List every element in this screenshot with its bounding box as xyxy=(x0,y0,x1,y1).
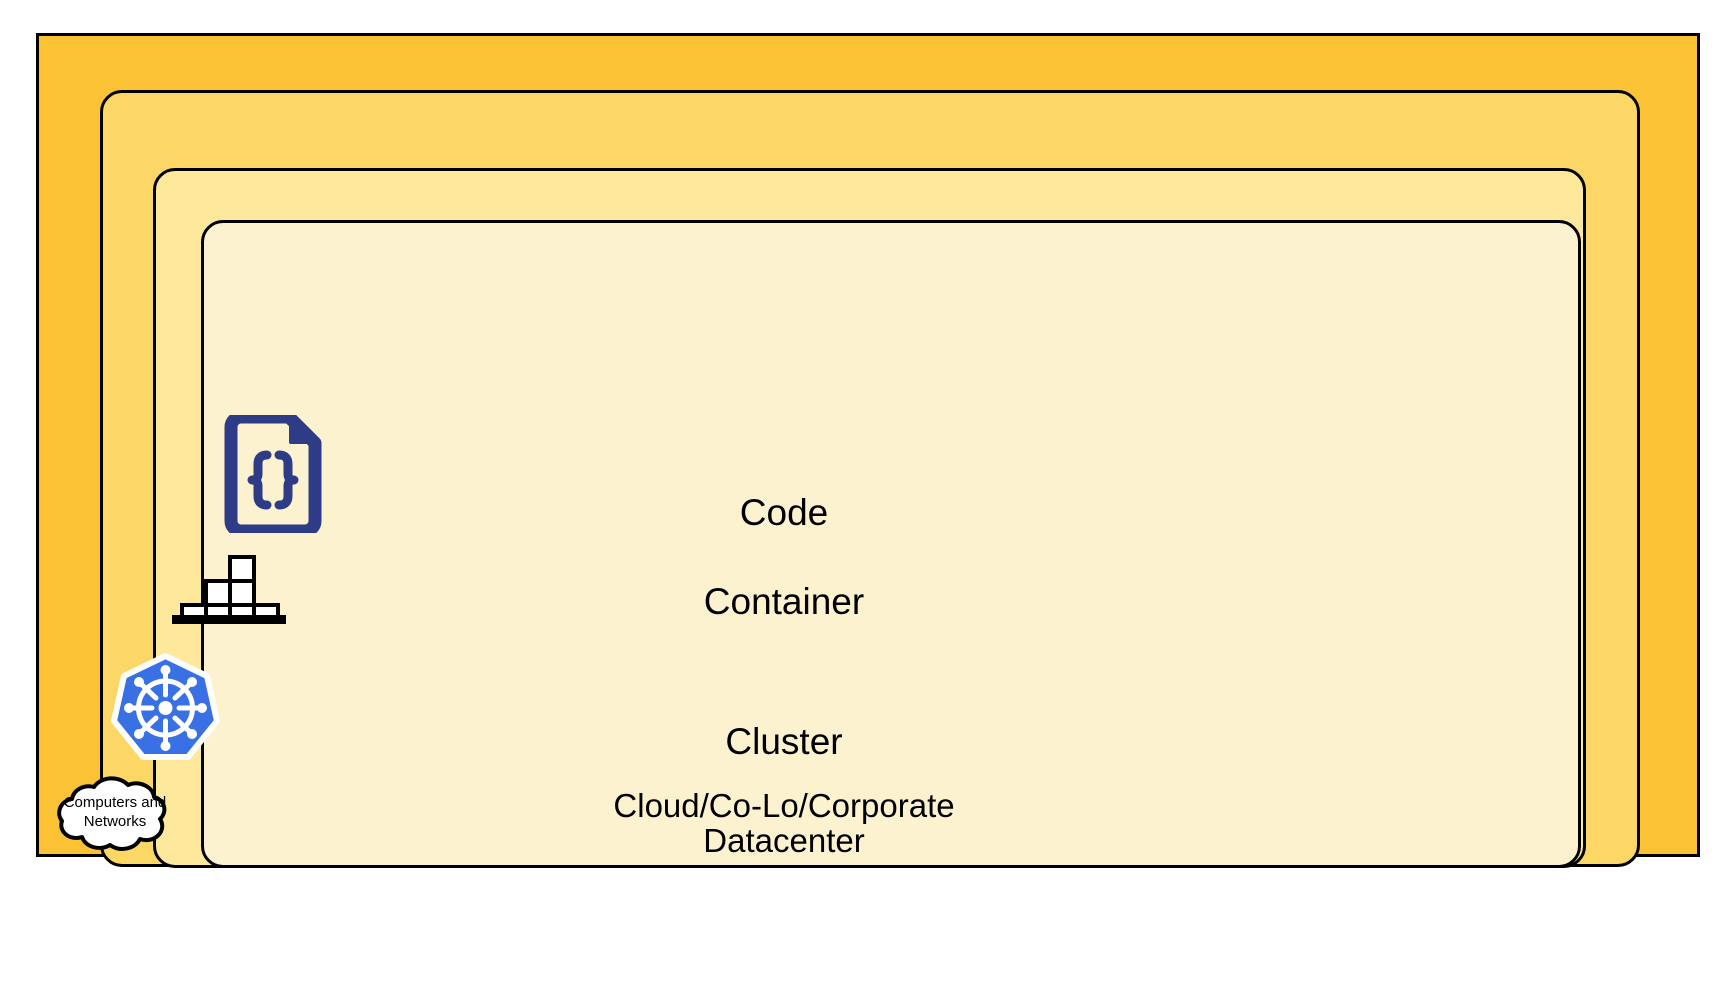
computers-and-networks-cloud[interactable]: Computers and Networks xyxy=(36,773,194,861)
cloud-callout-label: Computers and Networks xyxy=(63,794,167,831)
layer-box-code[interactable] xyxy=(201,220,1581,868)
kubernetes-helm-icon xyxy=(110,653,221,763)
container-blocks-icon xyxy=(168,553,291,631)
code-json-document-icon xyxy=(221,410,325,538)
